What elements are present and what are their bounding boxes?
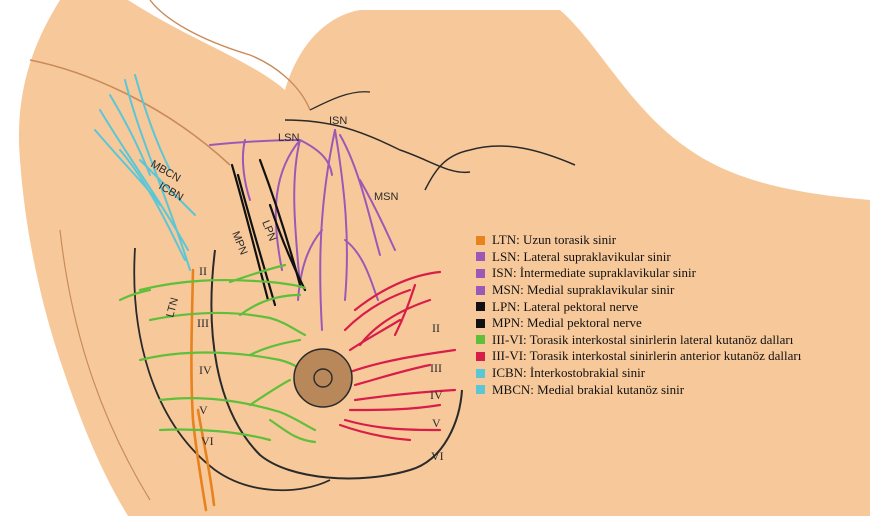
legend-label: III-VI: Torasik interkostal sinirlerin a…: [492, 348, 801, 364]
legend-item: LPN: Lateral pektoral nerve: [476, 298, 868, 315]
legend-item: ICBN: İnterkostobrakial sinir: [476, 365, 868, 382]
legend-item: MSN: Medial supraklavikular sinir: [476, 282, 868, 299]
rib-label-right-ii: II: [432, 321, 440, 335]
legend-item: MBCN: Medial brakial kutanöz sinir: [476, 381, 868, 398]
legend-label: III-VI: Torasik interkostal sinirlerin l…: [492, 332, 793, 348]
rib-label-right-iv: IV: [430, 388, 443, 402]
rib-label-left-ii: II: [199, 264, 207, 278]
legend-swatch: [476, 352, 485, 361]
legend-swatch: [476, 319, 485, 328]
rib-label-right-vi: VI: [431, 449, 444, 463]
rib-label-left-v: V: [199, 403, 208, 417]
rib-label-right-v: V: [432, 416, 441, 430]
legend-label: LPN: Lateral pektoral nerve: [492, 299, 638, 315]
label-msn: MSN: [374, 191, 399, 203]
rib-label-left-vi: VI: [201, 434, 214, 448]
legend-swatch: [476, 252, 485, 261]
legend-label: ISN: İntermediate supraklavikular sinir: [492, 265, 696, 281]
areola: [294, 349, 352, 407]
legend-swatch: [476, 286, 485, 295]
legend: LTN: Uzun torasik sinir LSN: Lateral sup…: [476, 232, 868, 398]
legend-swatch: [476, 302, 485, 311]
legend-item: III-VI: Torasik interkostal sinirlerin l…: [476, 332, 868, 349]
legend-label: ICBN: İnterkostobrakial sinir: [492, 365, 645, 381]
rib-label-left-iv: IV: [199, 363, 212, 377]
legend-label: MSN: Medial supraklavikular sinir: [492, 282, 674, 298]
legend-item: LTN: Uzun torasik sinir: [476, 232, 868, 249]
label-lsn: LSN: [278, 132, 299, 144]
legend-item: MPN: Medial pektoral nerve: [476, 315, 868, 332]
legend-swatch: [476, 236, 485, 245]
legend-swatch: [476, 369, 485, 378]
legend-label: MPN: Medial pektoral nerve: [492, 315, 642, 331]
legend-swatch: [476, 385, 485, 394]
legend-label: MBCN: Medial brakial kutanöz sinir: [492, 382, 684, 398]
legend-label: LSN: Lateral supraklavikular sinir: [492, 249, 671, 265]
legend-item: LSN: Lateral supraklavikular sinir: [476, 249, 868, 266]
legend-item: III-VI: Torasik interkostal sinirlerin a…: [476, 348, 868, 365]
rib-label-left-iii: III: [197, 316, 209, 330]
legend-swatch: [476, 335, 485, 344]
label-isn: ISN: [329, 115, 347, 127]
rib-label-right-iii: III: [430, 361, 442, 375]
legend-label: LTN: Uzun torasik sinir: [492, 232, 616, 248]
legend-item: ISN: İntermediate supraklavikular sinir: [476, 265, 868, 282]
legend-swatch: [476, 269, 485, 278]
